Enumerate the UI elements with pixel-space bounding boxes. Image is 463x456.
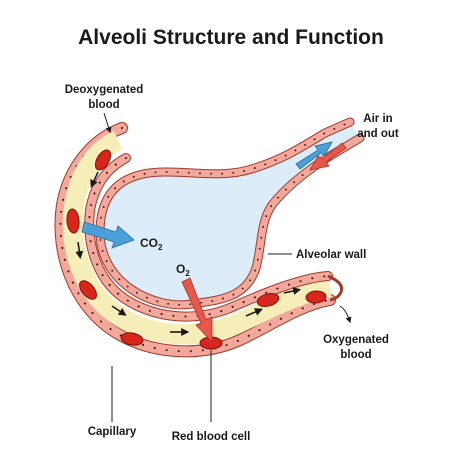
blood-flow-arrow (283, 287, 302, 295)
blood-flow-arrow (111, 305, 127, 316)
label-alveolar-wall: Alveolar wall (296, 249, 366, 261)
o2-arrow (181, 277, 213, 344)
air-in-arrow (295, 141, 333, 170)
capillary (54, 122, 344, 358)
label-deoxygenated-line2: blood (88, 99, 119, 111)
alveolar-wall-nuclei (99, 121, 351, 306)
red-blood-cell (120, 332, 144, 346)
label-air-line1: Air in (363, 113, 392, 125)
red-blood-cell (256, 293, 280, 307)
label-oxygenated-line1: Oxygenated (323, 334, 389, 346)
capillary-plasma (62, 130, 332, 345)
red-blood-cell (79, 280, 97, 300)
label-co2: CO2 (140, 236, 163, 252)
deoxygenated-pointer (103, 112, 112, 134)
alveolus-air-space (100, 122, 360, 305)
label-air-line2: and out (357, 128, 399, 140)
label-oxygenated-line2: blood (340, 349, 371, 361)
diagram-title: Alveoli Structure and Function (78, 26, 384, 49)
blood-flow-arrow (90, 171, 99, 188)
capillary-inner-wall-fill (85, 154, 332, 321)
air-out-arrow (309, 142, 347, 171)
oxygenated-pointer (339, 305, 352, 324)
label-capillary: Capillary (88, 426, 137, 438)
label-deoxygenated-line1: Deoxygenated (65, 84, 144, 96)
labels: Deoxygenated blood Air in and out CO2 O2… (65, 84, 399, 443)
red-blood-cell (94, 149, 112, 171)
co2-arrow (81, 221, 135, 249)
capillary-outer-wall-fill (55, 123, 335, 357)
label-red-blood-cell: Red blood cell (172, 431, 251, 443)
blood-flow-arrow (75, 241, 84, 260)
label-o2: O2 (176, 262, 190, 278)
red-blood-cell (305, 290, 327, 304)
gas-exchange (81, 141, 347, 344)
red-blood-cell (66, 208, 80, 234)
capillary-end-cap (327, 274, 344, 302)
blood-flow-arrow (245, 308, 263, 317)
